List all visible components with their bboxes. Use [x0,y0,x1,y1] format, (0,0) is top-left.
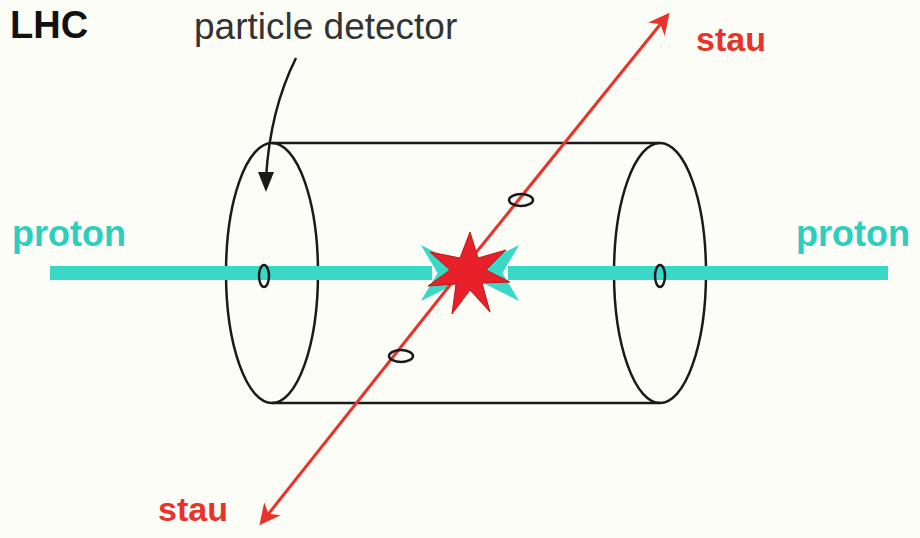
leader-arrowhead [258,172,274,192]
beam-label: proton [12,216,126,252]
callout-label: particle detector [194,8,457,45]
beam-hole [259,265,269,287]
stau-hole [509,194,533,206]
collision-star [428,232,510,314]
proton-beam [508,266,888,280]
beam-hole [655,265,665,287]
beam-label: proton [796,216,910,252]
stau-track [262,270,462,522]
title: LHC [10,6,88,44]
particle-label: stau [696,22,766,56]
particle-label: stau [158,492,228,526]
proton-beam [50,266,432,280]
leader-line [266,58,296,178]
stau-track [462,16,667,270]
stau-hole [389,350,413,362]
